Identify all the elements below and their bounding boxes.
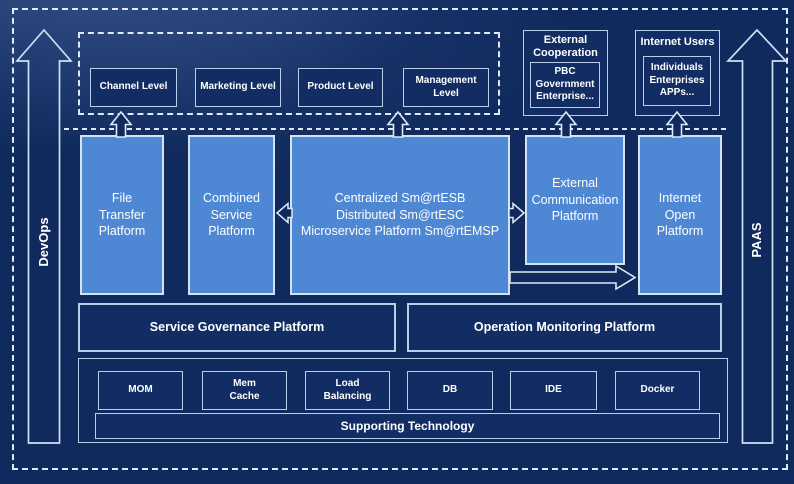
service-governance-platform-label: Service Governance Platform: [149, 319, 325, 334]
combined-service-platform-box: Combined Service Platform: [188, 135, 275, 295]
internet-users-box: Internet Users Individuals Enterprises A…: [635, 30, 720, 116]
internet-users-content: Individuals Enterprises APPs...: [649, 62, 705, 99]
external-cooperation-content: PBC Government Enterprise...: [535, 66, 595, 103]
supporting-technology-box: Supporting Technology: [95, 413, 720, 439]
product-level-box: Product Level: [298, 68, 383, 107]
marketing-level-label: Marketing Level: [200, 81, 276, 93]
esb-platform-box: Centralized Sm@rtESB Distributed Sm@rtES…: [290, 135, 510, 295]
external-communication-platform-label: External Communication Platform: [531, 175, 619, 224]
external-communication-platform-box: External Communication Platform: [525, 135, 625, 265]
operation-monitoring-platform-box: Operation Monitoring Platform: [407, 303, 722, 352]
tech-box-mom: MOM: [98, 371, 183, 410]
file-transfer-platform-label: File Transfer Platform: [98, 190, 146, 239]
supporting-technology-label: Supporting Technology: [340, 418, 475, 433]
tech-box-load-balancing: Load Balancing: [305, 371, 390, 410]
tech-box-docker: Docker: [615, 371, 700, 410]
management-level-box: Management Level: [403, 68, 489, 107]
external-cooperation-content-box: PBC Government Enterprise...: [530, 62, 600, 108]
channel-level-box: Channel Level: [90, 68, 177, 107]
tech-mom-label: MOM: [128, 384, 153, 396]
service-governance-platform-box: Service Governance Platform: [78, 303, 396, 352]
tech-load-balancing-label: Load Balancing: [323, 378, 372, 402]
tech-ide-label: IDE: [545, 384, 562, 396]
tech-box-mem-cache: Mem Cache: [202, 371, 287, 410]
combined-service-platform-label: Combined Service Platform: [203, 190, 260, 239]
paas-label: PAAS: [749, 222, 764, 258]
esb-platform-label: Centralized Sm@rtESB Distributed Sm@rtES…: [300, 190, 500, 239]
file-transfer-platform-box: File Transfer Platform: [80, 135, 164, 295]
internet-users-content-box: Individuals Enterprises APPs...: [643, 56, 711, 106]
operation-monitoring-platform-label: Operation Monitoring Platform: [473, 319, 656, 334]
channel-level-label: Channel Level: [99, 81, 168, 93]
tech-mem-cache-label: Mem Cache: [229, 378, 260, 402]
management-level-label: Management Level: [415, 75, 477, 99]
business-levels-dashed-container: [78, 32, 500, 115]
tech-db-label: DB: [442, 384, 458, 396]
internet-open-platform-box: Internet Open Platform: [638, 135, 722, 295]
external-cooperation-box: External Cooperation PBC Government Ente…: [523, 30, 608, 116]
devops-label: DevOps: [36, 217, 51, 267]
tech-docker-label: Docker: [640, 384, 675, 396]
external-cooperation-title: External Cooperation: [533, 34, 598, 60]
tech-box-db: DB: [407, 371, 493, 410]
internet-open-platform-label: Internet Open Platform: [656, 190, 704, 239]
product-level-label: Product Level: [307, 81, 374, 93]
tech-box-ide: IDE: [510, 371, 597, 410]
internet-users-title: Internet Users: [640, 36, 715, 48]
marketing-level-box: Marketing Level: [195, 68, 281, 107]
